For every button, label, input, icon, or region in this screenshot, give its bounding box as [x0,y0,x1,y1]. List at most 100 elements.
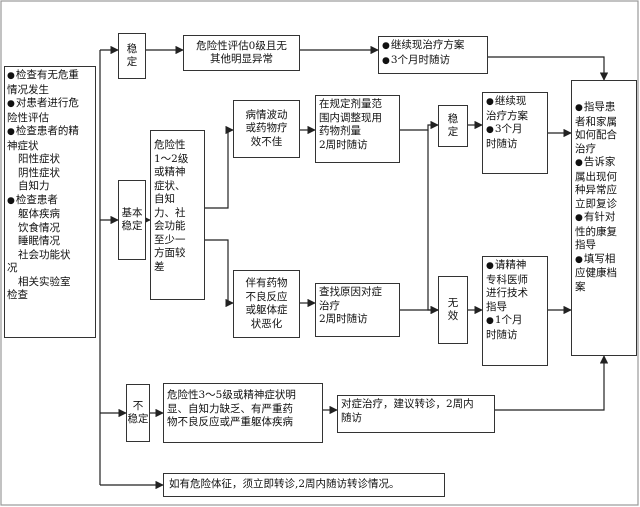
find-line-1: 查找原因对症 [319,286,382,298]
stable-label-1: 稳 [126,42,138,55]
right-line-3: 如何配合 [575,129,617,141]
right-line-7: 种异常应 [575,184,617,196]
right-line-1: 指导患 [575,101,633,116]
symptomatic-line-2: 随访 [341,411,362,424]
refer-line-2: 专科医师 [486,273,528,286]
left-item-3a: 检查患者的精 [7,125,93,140]
left-item-4d: 睡眠情况 [18,235,60,247]
unstable-label-1: 不 [132,399,144,412]
right-line-4: 治疗 [575,142,596,155]
continue2-line-1: 继续现 [486,95,544,110]
ineffective-label-1: 无 [447,296,459,309]
refer-line-3: 进行技术 [486,287,528,299]
left-item-4c: 饮食情况 [18,221,60,234]
stable2-label-2: 定 [447,126,459,138]
risk12-line-9: 方面较 [154,247,186,259]
arrow-adjust-ineffective [427,130,439,315]
left-item-2b: 险性评估 [7,111,49,124]
left-item-4e: 社会功能状 [18,248,71,261]
continue-plan-box-2: 继续现 治疗方案 3个月 时随访 [482,92,548,174]
fluct-line-3: 效不佳 [250,135,283,148]
adjust-line-3: 药物剂量 [319,125,361,137]
continue2-line-3: 3个月 [486,123,544,138]
stable-label-2: 定 [126,56,138,68]
left-item-3e: 自知力 [18,180,50,192]
right-line-9: 有针对 [575,211,633,226]
risk35-line-2: 显、自知力缺乏、有严重药 [167,402,293,415]
risk-level-1-2-box: 危险性 1～2级 或精神 症状、 自知 力、社 会功能 至少一 方面较 差 [150,130,205,300]
adjust-line-2: 围内调整现用 [319,111,382,124]
right-line-2: 者和家属 [575,115,617,128]
risk12-line-4: 症状、 [154,179,186,192]
left-item-2a: 对患者进行危 [7,97,93,112]
left-item-4f: 况 [7,262,18,274]
refer-specialist-box: 请精神 专科医师 进行技术 指导 1个月 时随访 [482,256,548,366]
ineffective-node: 无效 [438,276,468,344]
continue-line-1: 继续现治疗方案 [382,39,484,54]
right-line-5: 告诉家 [575,156,633,171]
arrow-risk12-fluct [205,125,234,209]
stable-node-2: 稳定 [438,105,468,147]
adjust-line-4: 2周时随访 [319,138,368,151]
basic-stable-label-2: 稳定 [121,220,143,232]
risk-level-3-5-box: 危险性3～5级或精神症状明 显、自知力缺乏、有严重药 物不良反应或严重躯体疾病 [163,383,323,443]
risk12-line-5: 自知 [154,193,175,205]
risk35-line-1: 危险性3～5级或精神症状明 [167,389,296,401]
stable-node: 稳定 [118,33,146,79]
continue2-line-2: 治疗方案 [486,109,528,122]
basic-stable-label-1: 基本 [121,206,143,219]
left-item-4b: 躯体疾病 [18,208,60,220]
arrow-symptomatic-right [495,355,609,411]
find-cause-box: 查找原因对症 治疗 2周时随访 [315,283,400,337]
refer-line-1: 请精神 [486,259,544,274]
adjust-line-1: 在规定剂量范 [319,98,382,110]
left-item-4a: 检查患者 [7,194,93,209]
stable2-label-1: 稳 [447,112,459,125]
find-line-2: 治疗 [319,299,340,312]
adverse-line-4: 状恶化 [250,317,283,330]
bottom-note-box: 如有危险体征，须立即转诊,2周内随访转诊情况。 [163,473,445,497]
refer-line-5: 1个月 [486,314,544,329]
ineffective-label-2: 效 [447,310,459,322]
risk0-line-1: 危险性评估0级且无 [196,39,287,52]
risk12-line-7: 会功能 [154,220,186,232]
right-line-11: 指导 [575,239,596,251]
risk12-line-8: 至少一 [154,233,186,246]
adverse-line-3: 或躯体症 [245,304,288,316]
fluct-line-2: 或药物疗 [245,122,288,135]
arrow-risk12-adverse [205,239,234,308]
bottom-note-text: 如有危险体征，须立即转诊,2周内随访转诊情况。 [169,478,400,490]
adverse-reaction-box: 伴有药物不良反应或躯体症状恶化 [233,270,300,338]
risk35-line-3: 物不良反应或严重躯体疾病 [167,416,293,428]
left-item-1a: 检查有无危重 [7,69,93,84]
adverse-line-1: 伴有药物 [245,277,288,289]
fluctuation-box: 病情波动或药物疗效不佳 [233,100,300,158]
left-assessment-box: 检查有无危重 情况发生 对患者进行危 险性评估 检查患者的精 神症状 阳性症状 … [4,66,96,338]
symptomatic-line-1: 对症治疗，建议转诊，2周内 [341,398,474,410]
right-line-10: 性的康复 [575,225,617,238]
risk12-line-1: 危险性 [154,139,186,151]
left-item-1b: 情况发生 [7,83,49,96]
right-line-14: 案 [575,280,586,293]
right-guidance-box: 指导患 者和家属 如何配合 治疗 告诉家 属出现何 种异常应 立即复诊 有针对 … [571,80,637,356]
refer-line-6: 时随访 [486,328,518,341]
left-item-5a: 相关实验室 [18,275,71,288]
arrow-adjust-stable2 [400,120,439,131]
unstable-label-2: 稳定 [127,413,149,425]
right-line-6: 属出现何 [575,170,617,183]
adjust-dose-box: 在规定剂量范 围内调整现用 药物剂量 2周时随访 [315,95,400,163]
right-line-13: 应健康档 [575,267,617,279]
symptomatic-treatment-box: 对症治疗，建议转诊，2周内 随访 [337,395,495,433]
continue-plan-box: 继续现治疗方案 3个月时随访 [378,36,488,74]
risk12-line-6: 力、社 [154,206,186,219]
left-item-5b: 检查 [7,289,28,301]
continue-line-2: 3个月时随访 [382,54,484,69]
left-item-3b: 神症状 [7,139,39,152]
adverse-line-2: 不良反应 [245,290,288,303]
risk12-line-10: 差 [154,260,165,273]
continue2-line-4: 时随访 [486,137,518,150]
unstable-node: 不稳定 [126,384,150,442]
basic-stable-node: 基本稳定 [118,180,146,260]
left-item-3d: 阴性症状 [18,166,60,179]
arrow-continue-right [488,56,609,81]
